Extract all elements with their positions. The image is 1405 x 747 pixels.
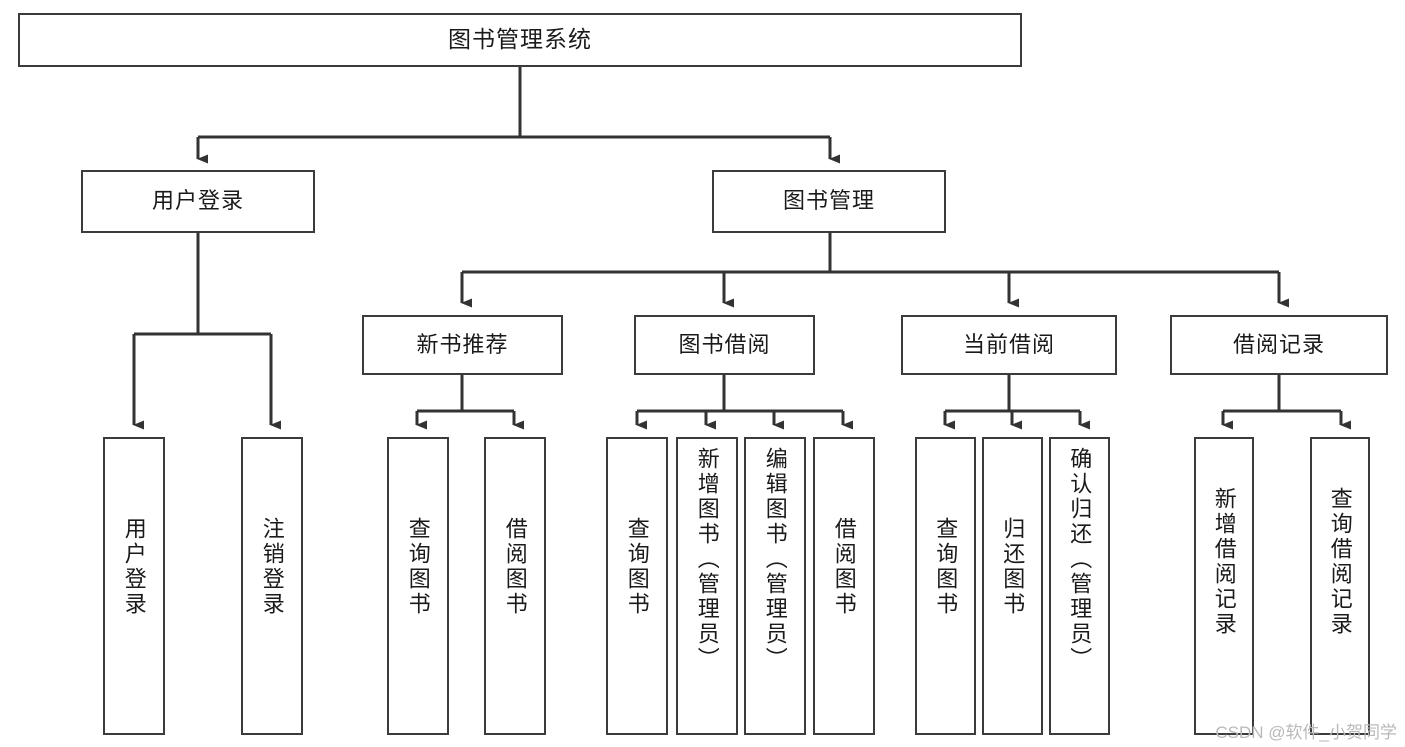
node-leaf-confirm-return-label: 确认归还（管理员） bbox=[1067, 447, 1093, 672]
node-leaf-query-book-1[interactable]: 查询图书 bbox=[387, 437, 449, 735]
node-leaf-query-book-1-label: 查询图书 bbox=[405, 517, 431, 617]
node-new-book-rec[interactable]: 新书推荐 bbox=[362, 315, 563, 375]
node-current-borrow[interactable]: 当前借阅 bbox=[901, 315, 1117, 375]
node-user-login[interactable]: 用户登录 bbox=[81, 170, 315, 233]
node-current-borrow-label: 当前借阅 bbox=[962, 331, 1055, 357]
node-leaf-borrow-book-1[interactable]: 借阅图书 bbox=[484, 437, 546, 735]
node-leaf-borrow-book-1-label: 借阅图书 bbox=[502, 517, 528, 617]
node-leaf-borrow-book-2[interactable]: 借阅图书 bbox=[813, 437, 875, 735]
node-leaf-user-logout-label: 注销登录 bbox=[259, 517, 285, 617]
node-leaf-add-record-label: 新增借阅记录 bbox=[1211, 487, 1237, 637]
node-book-manage-label: 图书管理 bbox=[782, 188, 875, 214]
node-root[interactable]: 图书管理系统 bbox=[18, 13, 1022, 67]
node-leaf-user-login[interactable]: 用户登录 bbox=[103, 437, 165, 735]
node-borrow-record[interactable]: 借阅记录 bbox=[1170, 315, 1388, 375]
node-borrow-record-label: 借阅记录 bbox=[1232, 331, 1325, 357]
node-leaf-borrow-book-2-label: 借阅图书 bbox=[831, 517, 857, 617]
node-leaf-query-record[interactable]: 查询借阅记录 bbox=[1310, 437, 1370, 735]
node-book-manage[interactable]: 图书管理 bbox=[712, 170, 946, 233]
node-root-label: 图书管理系统 bbox=[448, 26, 592, 53]
node-leaf-add-book-label: 新增图书（管理员） bbox=[694, 447, 720, 672]
node-leaf-user-logout[interactable]: 注销登录 bbox=[241, 437, 303, 735]
node-leaf-user-login-label: 用户登录 bbox=[121, 517, 147, 617]
node-leaf-return-book-label: 归还图书 bbox=[1000, 517, 1026, 617]
node-leaf-confirm-return[interactable]: 确认归还（管理员） bbox=[1049, 437, 1110, 735]
node-book-borrow-label: 图书借阅 bbox=[678, 331, 771, 357]
node-leaf-query-book-3-label: 查询图书 bbox=[933, 517, 959, 617]
node-leaf-query-book-2[interactable]: 查询图书 bbox=[606, 437, 668, 735]
node-leaf-add-record[interactable]: 新增借阅记录 bbox=[1194, 437, 1254, 735]
node-leaf-add-book[interactable]: 新增图书（管理员） bbox=[676, 437, 738, 735]
node-leaf-edit-book-label: 编辑图书（管理员） bbox=[762, 447, 788, 672]
node-leaf-query-book-2-label: 查询图书 bbox=[624, 517, 650, 617]
node-new-book-rec-label: 新书推荐 bbox=[416, 331, 509, 357]
node-book-borrow[interactable]: 图书借阅 bbox=[634, 315, 815, 375]
node-leaf-return-book[interactable]: 归还图书 bbox=[982, 437, 1043, 735]
node-leaf-edit-book[interactable]: 编辑图书（管理员） bbox=[744, 437, 806, 735]
node-leaf-query-book-3[interactable]: 查询图书 bbox=[915, 437, 976, 735]
node-leaf-query-record-label: 查询借阅记录 bbox=[1327, 487, 1353, 637]
node-user-login-label: 用户登录 bbox=[151, 188, 244, 214]
